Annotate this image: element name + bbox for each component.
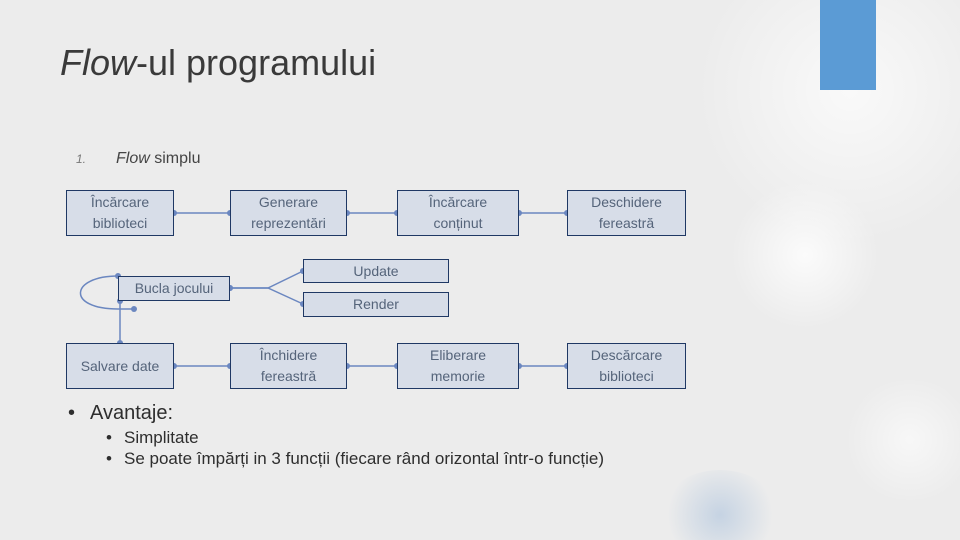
bullet-dot: • [106,428,112,447]
box-incarcare-continut: Încărcare conținut [397,190,519,236]
box-generare-reprezentari: Generare reprezentări [230,190,347,236]
sub-bullet: • Simplitate [106,427,684,448]
accent-bar [820,0,876,90]
box-incarcare-biblioteci: Încărcare biblioteci [66,190,174,236]
sub-bullet-text: Simplitate [124,428,199,447]
sub-bullet: • Se poate împărți in 3 funcții (fiecare … [106,448,684,469]
decor-blob [660,470,780,540]
box-render: Render [303,292,449,317]
bullet-avantaje-text: Avantaje: [90,402,174,424]
title-rest: -ul programului [136,42,377,83]
slide-title: Flow-ul programului [60,42,376,84]
item-italic: Flow [116,150,150,167]
box-descarcare-biblioteci: Descărcare biblioteci [567,343,686,389]
box-inchidere-fereastra: Închidere fereastră [230,343,347,389]
numbered-item: 1. Flow simplu [76,150,200,168]
box-bucla-jocului: Bucla jocului [118,276,230,301]
decor-blob [840,380,960,500]
connector-loop-to-update [227,268,306,291]
bullet-dot: • [68,402,76,424]
connector-self-loop [79,273,137,312]
connector-loop-to-render [227,285,306,307]
sub-bullet-text: Se poate împărți in 3 funcții (fiecare r… [124,449,605,469]
box-eliberare-memorie: Eliberare memorie [397,343,519,389]
bullet-avantaje: • Avantaje: [68,402,684,425]
item-rest: simplu [149,150,201,167]
decor-blob [730,180,880,330]
sub-bullet-list: • Simplitate • Se poate împărți in 3 funcț… [106,427,684,470]
box-salvare-date: Salvare date [66,343,174,389]
box-update: Update [303,259,449,283]
box-deschidere-fereastra: Deschidere fereastră [567,190,686,236]
bullet-list: • Avantaje: • Simplitate • Se poate împărți… [68,402,684,470]
bullet-dot: • [106,449,112,469]
title-italic: Flow [60,42,137,83]
item-number: 1. [76,152,87,166]
